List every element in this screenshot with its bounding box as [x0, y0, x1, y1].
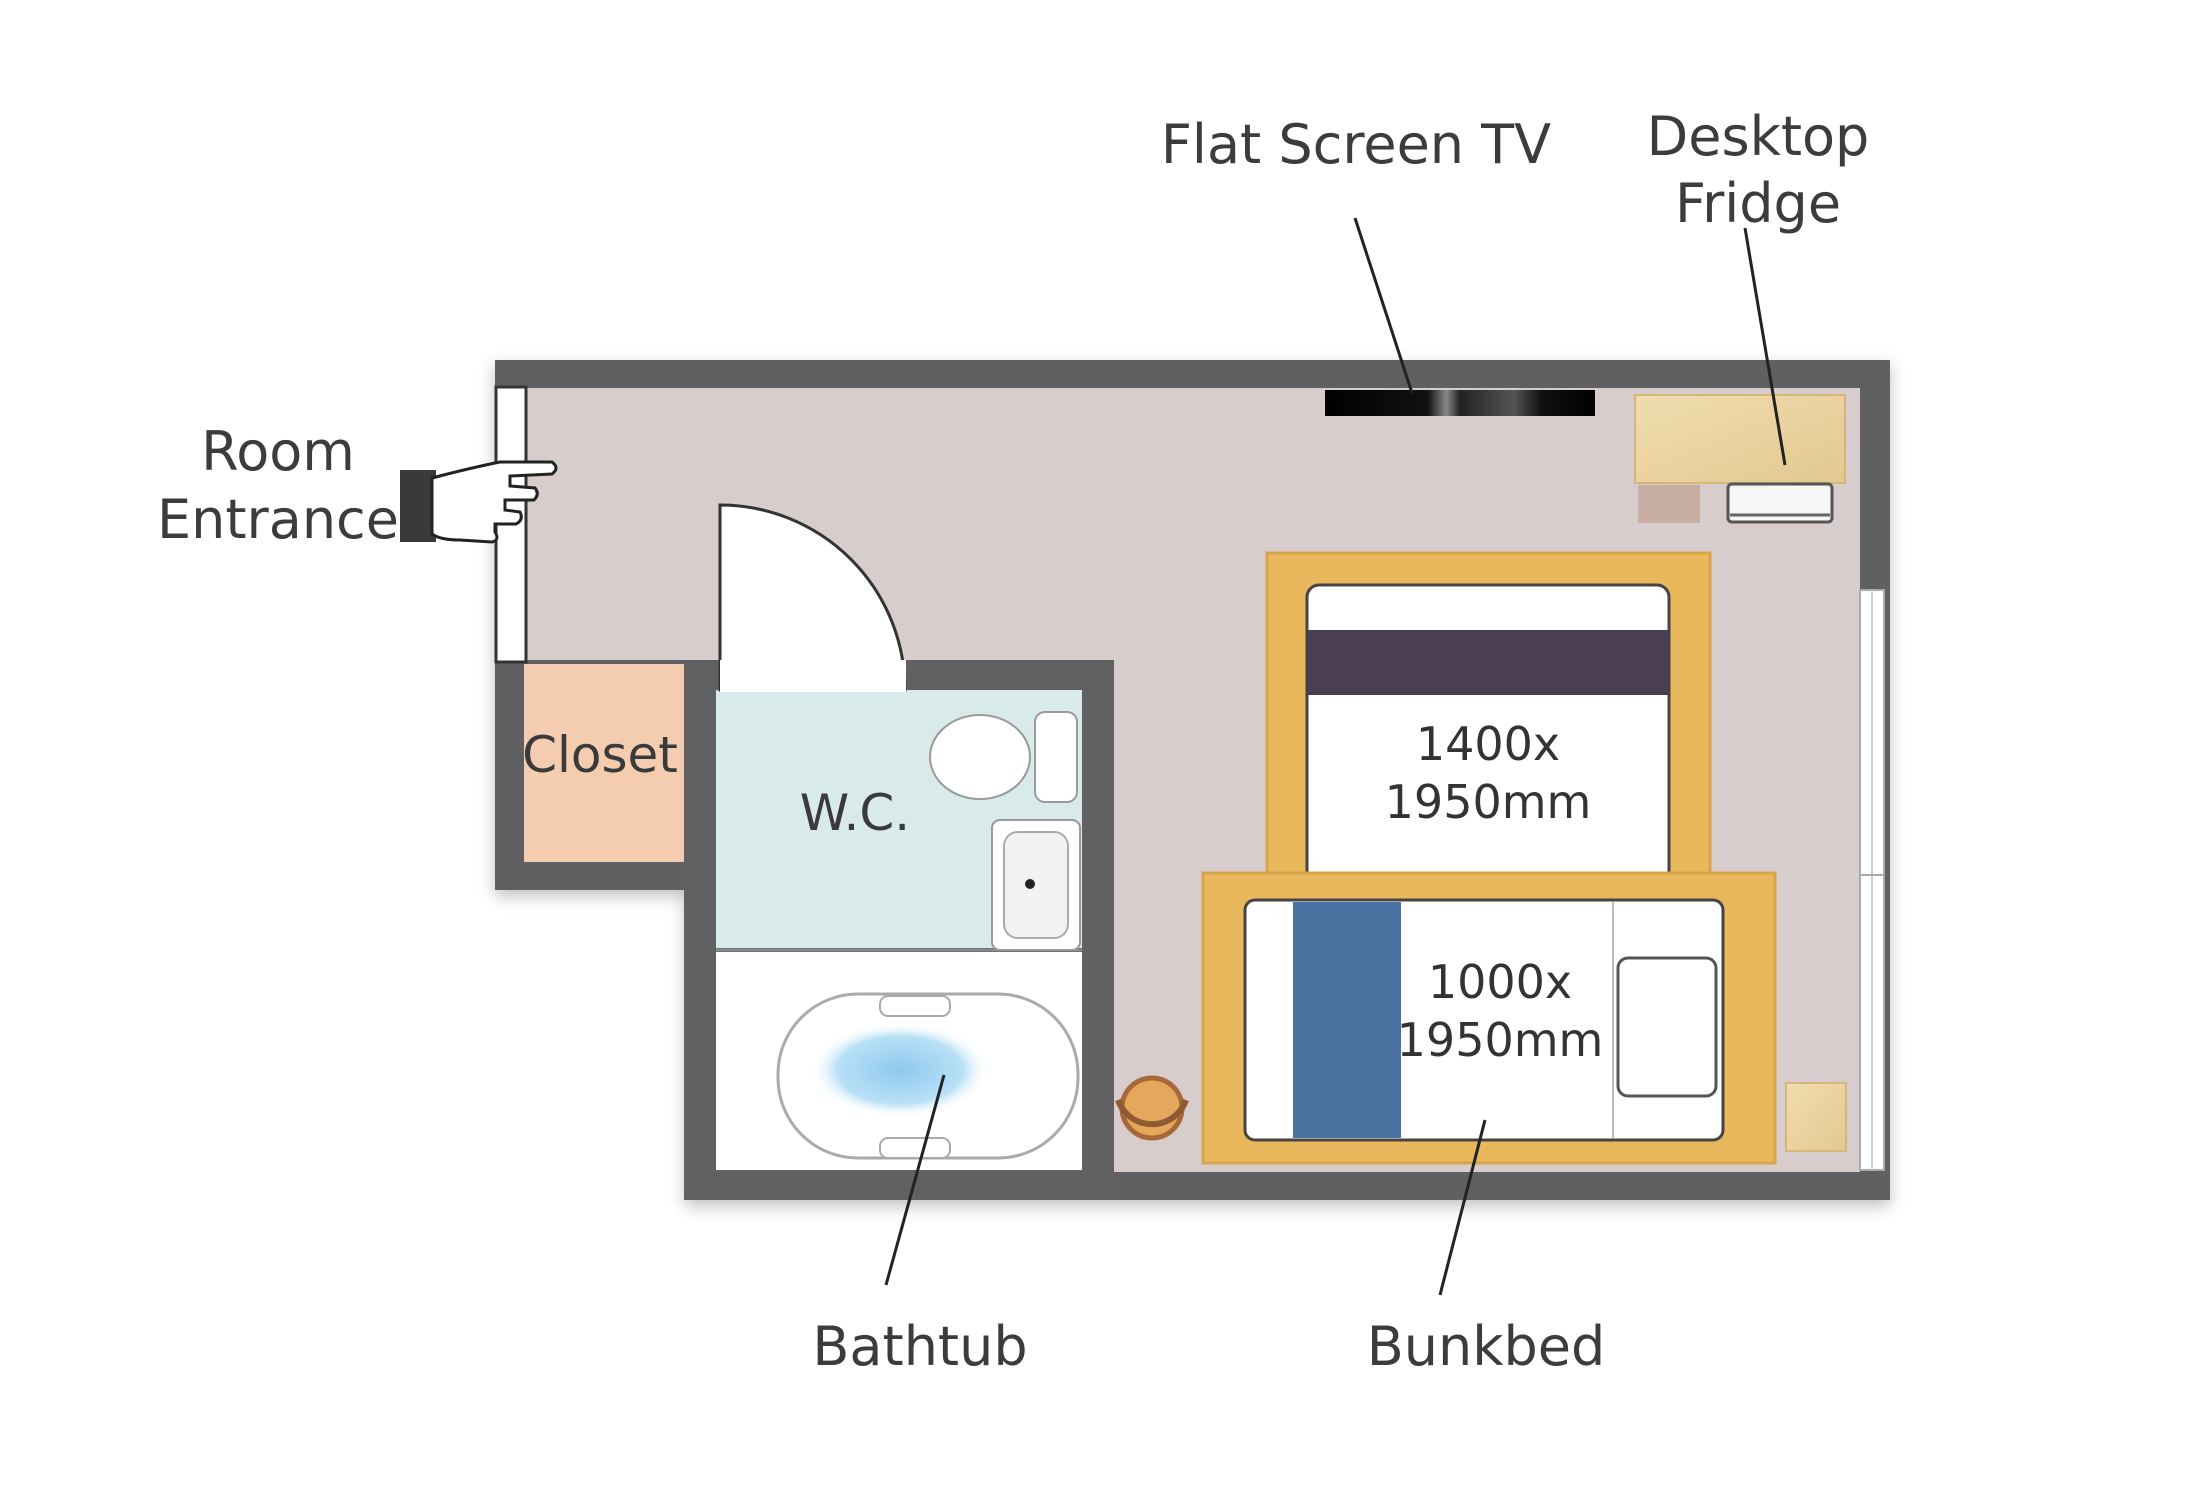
bunkbed-callout-line	[1438, 1119, 1487, 1296]
bathtub-callout-line	[884, 1074, 946, 1286]
double-bed	[1265, 551, 1712, 897]
double-bed-size-line1: 1400x	[1416, 717, 1560, 771]
room-entrance-label-line2: Entrance	[157, 488, 399, 551]
desktop-fridge	[1726, 482, 1834, 524]
room-entrance-label-line1: Room	[201, 420, 355, 483]
bunkbed-label: Bunkbed	[1367, 1315, 1606, 1378]
bathroom-door-opening	[720, 660, 906, 692]
double-bed-size-line2: 1950mm	[1385, 775, 1592, 829]
bunk-bed-size-line1: 1000x	[1428, 955, 1572, 1009]
bathtub-label: Bathtub	[812, 1315, 1027, 1378]
closet-label: Closet	[522, 726, 678, 784]
closet	[524, 664, 684, 862]
pointing-hand-icon	[400, 460, 558, 544]
toilet	[929, 711, 1078, 803]
side-table	[1785, 1082, 1847, 1152]
flat-screen-tv-label: Flat Screen TV	[1161, 113, 1551, 176]
desktop-fridge-label-line2: Fridge	[1675, 172, 1841, 235]
fridge-callout-line	[1743, 227, 1787, 466]
tv-callout-line	[1353, 217, 1414, 394]
callout-lines	[884, 217, 1787, 1296]
desk	[1634, 394, 1846, 523]
bunk-bed-size-line2: 1950mm	[1397, 1013, 1604, 1067]
desktop-fridge-label-line1: Desktop	[1647, 105, 1870, 168]
flat-screen-tv	[1325, 390, 1595, 416]
window	[1859, 589, 1885, 1171]
entrance-door[interactable]	[494, 385, 528, 664]
wc-label: W.C.	[800, 784, 910, 842]
sink	[991, 819, 1081, 951]
chair	[1115, 1075, 1189, 1141]
bathtub	[776, 992, 1080, 1160]
bunk-bed	[1201, 871, 1777, 1165]
